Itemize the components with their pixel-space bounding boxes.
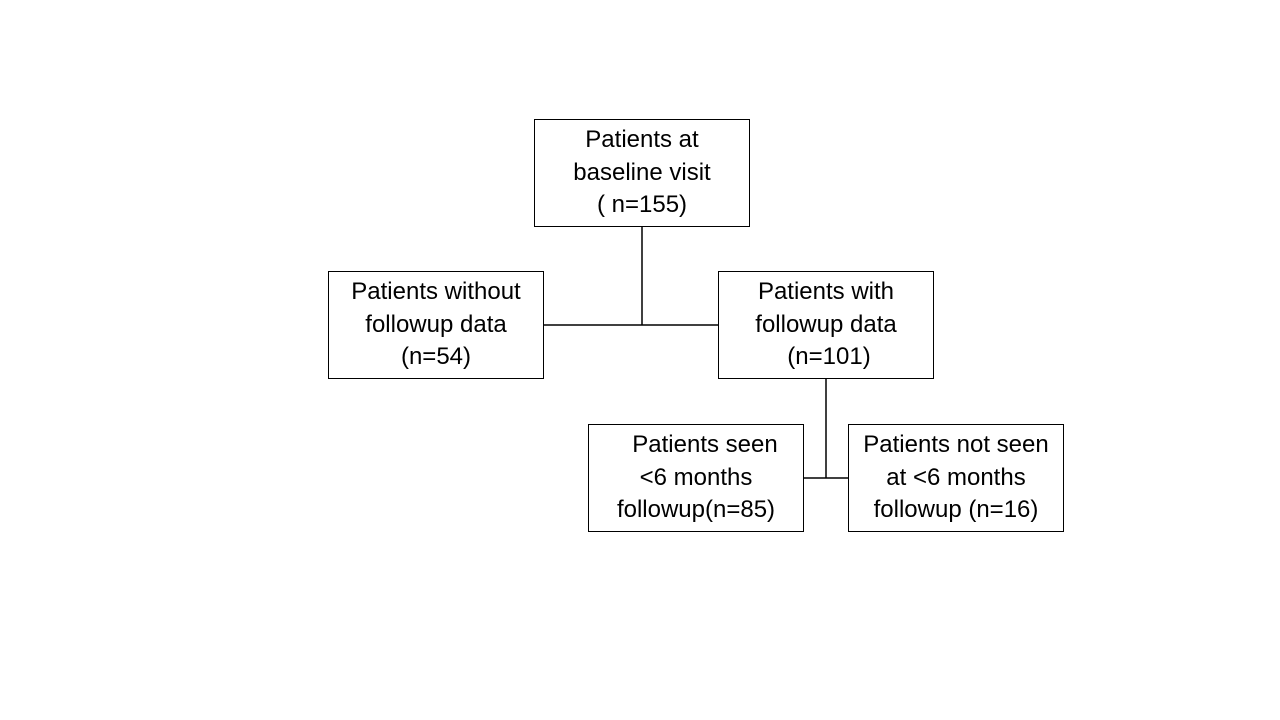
node-with-line-1: Patients with	[757, 278, 895, 306]
node-baseline-line-3: ( n=155)	[596, 191, 688, 219]
node-notseen-line-2: at <6 months	[886, 463, 1026, 491]
node-baseline-visit: Patients at baseline visit ( n=155)	[534, 119, 750, 227]
node-with-line-3: (n=101)	[787, 343, 871, 371]
node-seen-line-1: Patients seen	[632, 431, 778, 459]
node-seen-line-3: followup(n=85)	[616, 496, 776, 524]
node-with-followup: Patients with followup data (n=101)	[718, 271, 934, 379]
node-without-line-1: Patients without	[351, 278, 521, 306]
node-baseline-line-2: baseline visit	[573, 158, 711, 186]
node-notseen-line-1: Patients not seen	[863, 431, 1049, 459]
node-not-seen-under-6-months: Patients not seen at <6 months followup …	[848, 424, 1064, 532]
node-without-line-3: (n=54)	[400, 343, 472, 371]
node-without-line-2: followup data	[365, 310, 507, 338]
node-seen-under-6-months: Patients seen <6 months followup(n=85)	[588, 424, 804, 532]
node-with-line-2: followup data	[755, 310, 897, 338]
node-baseline-line-1: Patients at	[585, 126, 699, 154]
node-notseen-line-3: followup (n=16)	[873, 496, 1039, 524]
node-without-followup: Patients without followup data (n=54)	[328, 271, 544, 379]
node-seen-line-2: <6 months	[639, 463, 753, 491]
